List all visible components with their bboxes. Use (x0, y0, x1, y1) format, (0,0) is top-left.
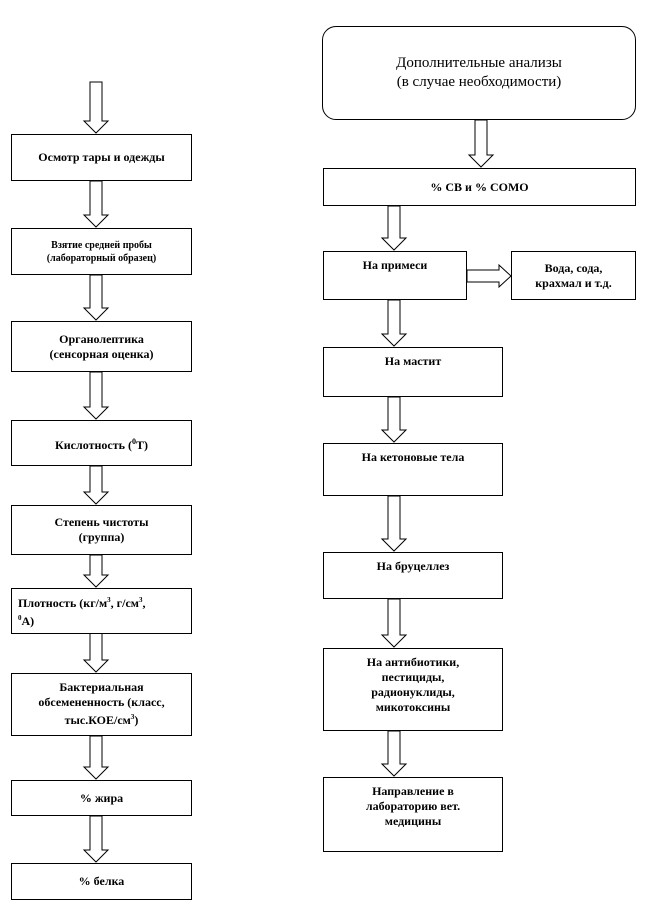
antibiotics-line4: микотоксины (375, 700, 451, 714)
arrow-down-icon (82, 465, 110, 505)
impurities-detail-line1: Вода, сода, (544, 260, 603, 275)
bacterial-label-line3: тыс.КОЕ/см3) (38, 710, 164, 728)
arrow-down-icon (380, 495, 408, 552)
mastitis-box: На мастит (323, 347, 503, 397)
vet-lab-line3: медицины (384, 814, 442, 828)
acidity-label: Кислотность (0Т) (55, 434, 148, 453)
additional-analyses-box: Дополнительные анализы (в случае необход… (322, 26, 636, 120)
arrow-down-icon (380, 205, 408, 251)
mastitis-label: На мастит (384, 354, 442, 368)
density-label-b-sup: 3 (138, 596, 143, 604)
acidity-label-sup: 0 (131, 436, 136, 446)
vet-lab-line2: лабораторию вет. (365, 799, 461, 813)
brucellosis-box: На бруцеллез (323, 552, 503, 599)
arrow-down-icon (82, 554, 110, 588)
density-label-a-sup: 3 (107, 596, 111, 604)
bacterial-label-line3-sup: 3 (130, 713, 135, 721)
antibiotics-line1: На антибиотики, (366, 655, 460, 669)
vet-lab-line1: Направление в (372, 784, 454, 798)
additional-analyses-line1: Дополнительные анализы (396, 55, 562, 71)
ketone-label: На кетоновые тела (361, 450, 465, 464)
acidity-label-end: Т) (135, 437, 148, 452)
bacterial-label-line2: обсемененность (класс, (38, 695, 165, 709)
arrow-down-icon (380, 730, 408, 777)
antibiotics-line3: радионуклиды, (371, 685, 455, 699)
dry-matter-label: % СВ и % СОМО (430, 179, 529, 194)
impurities-label: На примеси (362, 258, 428, 272)
sampling-label-line2: (лабораторный образец) (46, 252, 157, 264)
sampling-label-line1: Взятие средней пробы (51, 239, 152, 251)
arrow-down-icon (82, 274, 110, 321)
density-label: Плотность (кг/м3, г/см3,0А) (18, 593, 145, 629)
purity-label-line2: (группа) (78, 530, 125, 544)
arrow-down-icon (380, 598, 408, 648)
dry-matter-box: % СВ и % СОМО (323, 168, 636, 206)
vet-lab-box: Направление в лабораторию вет. медицины (323, 777, 503, 852)
impurities-detail-box: Вода, сода, крахмал и т.д. (511, 251, 636, 300)
impurities-box: На примеси (323, 251, 467, 300)
density-label-a: Плотность (кг/м (18, 596, 108, 610)
arrow-down-icon (82, 735, 110, 780)
organoleptic-label-line2: (сенсорная оценка) (49, 346, 154, 361)
bacterial-label-line3-text: тыс.КОЕ/см (64, 713, 131, 727)
antibiotics-line2: пестициды, (381, 670, 445, 684)
acidity-label-text: Кислотность ( (55, 437, 132, 452)
arrow-down-icon (380, 299, 408, 347)
impurities-detail-line2: крахмал и т.д. (535, 275, 612, 290)
arrow-down-icon (82, 81, 110, 134)
antibiotics-box: На антибиотики, пестициды, радионуклиды,… (323, 648, 503, 731)
ketone-box: На кетоновые тела (323, 443, 503, 496)
bacterial-label-line1: Бактериальная (59, 680, 144, 694)
inspect-containers-box: Осмотр тары и одежды (11, 134, 192, 181)
acidity-box: Кислотность (0Т) (11, 420, 192, 466)
protein-box: % белка (11, 863, 192, 900)
density-label-b: , г/см (110, 596, 139, 610)
bacterial-label-line3-end: ) (134, 713, 139, 727)
arrow-down-icon (467, 119, 495, 168)
sampling-box: Взятие средней пробы (лабораторный образ… (11, 228, 192, 275)
density-box: Плотность (кг/м3, г/см3,0А) (11, 588, 192, 634)
arrow-down-icon (380, 396, 408, 443)
arrow-down-icon (82, 371, 110, 420)
arrow-right-icon (466, 263, 512, 289)
arrow-down-icon (82, 180, 110, 228)
density-label-d: А) (21, 614, 35, 628)
additional-analyses-line2: (в случае необходимости) (396, 74, 562, 90)
bacterial-box: Бактериальная обсемененность (класс, тыс… (11, 673, 192, 736)
protein-label: % белка (78, 874, 125, 888)
purity-box: Степень чистоты (группа) (11, 505, 192, 555)
organoleptic-label-line1: Органолептика (59, 331, 144, 346)
arrow-down-icon (82, 815, 110, 863)
fat-box: % жира (11, 780, 192, 816)
density-label-c: , (142, 596, 146, 610)
density-label-d-sup: 0 (18, 614, 22, 622)
fat-label: % жира (79, 790, 124, 805)
brucellosis-label: На бруцеллез (376, 559, 450, 573)
inspect-containers-label: Осмотр тары и одежды (38, 150, 165, 164)
organoleptic-box: Органолептика (сенсорная оценка) (11, 321, 192, 372)
purity-label-line1: Степень чистоты (54, 515, 149, 529)
